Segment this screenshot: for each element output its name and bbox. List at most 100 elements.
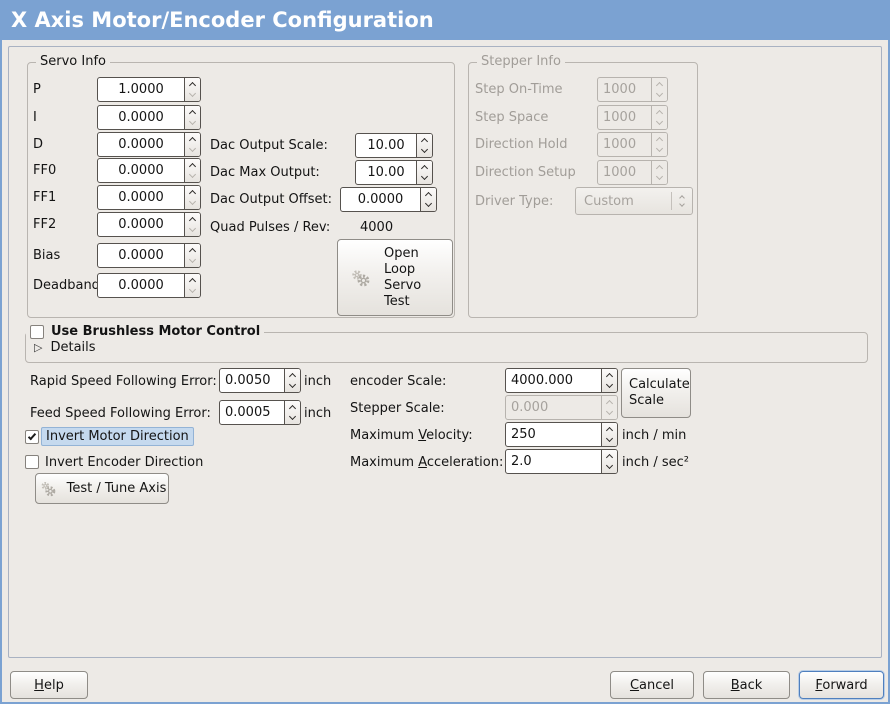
deadband-label: Deadband	[33, 278, 100, 293]
ff1-value: 0.0000	[118, 190, 164, 205]
spin-down-button[interactable]	[185, 225, 200, 237]
d-value: 0.0000	[118, 137, 164, 152]
details-expander[interactable]: ▷ Details	[34, 340, 96, 355]
help-button[interactable]: Help	[10, 671, 88, 699]
spin-down-button[interactable]	[417, 146, 432, 158]
p-value: 1.0000	[118, 82, 164, 97]
help-label: Help	[34, 677, 64, 693]
spin-down-button[interactable]	[602, 462, 617, 474]
ff1-input[interactable]: 0.0000	[97, 185, 201, 210]
rapid-following-error-label: Rapid Speed Following Error:	[30, 374, 217, 389]
stepper-scale-input: 0.000	[505, 395, 618, 420]
spin-up-button[interactable]	[285, 401, 300, 413]
spin-down-button[interactable]	[602, 435, 617, 447]
back-button[interactable]: Back	[703, 671, 790, 699]
p-input[interactable]: 1.0000	[97, 77, 201, 102]
spin-up-button[interactable]	[185, 213, 200, 225]
dac-max-output-input[interactable]: 10.00	[355, 160, 433, 185]
bias-input[interactable]: 0.0000	[97, 243, 201, 268]
spin-down-button[interactable]	[185, 118, 200, 130]
spin-up-button[interactable]	[185, 133, 200, 145]
ff0-input[interactable]: 0.0000	[97, 158, 201, 183]
deadband-input[interactable]: 0.0000	[97, 273, 201, 298]
feed-unit-label: inch	[304, 406, 332, 421]
rapid-spinner	[284, 369, 300, 392]
brushless-legend: Use Brushless Motor Control	[26, 324, 265, 339]
spin-down-button[interactable]	[185, 286, 200, 298]
dac-output-scale-input[interactable]: 10.00	[355, 133, 433, 158]
ff0-spinner	[184, 159, 200, 182]
max-acceleration-label: Maximum Acceleration:	[350, 455, 504, 470]
ff2-label: FF2	[33, 217, 57, 232]
ff2-value: 0.0000	[118, 217, 164, 232]
cancel-button[interactable]: Cancel	[610, 671, 694, 699]
step-space-spinner	[651, 106, 667, 129]
max-velocity-label: Maximum Velocity:	[350, 428, 473, 443]
max-velocity-spinner	[601, 423, 617, 446]
stepper-info-legend: Stepper Info	[477, 54, 565, 69]
deadband-spinner	[184, 274, 200, 297]
dac-output-scale-value: 10.00	[367, 138, 405, 153]
spin-up-button[interactable]	[185, 186, 200, 198]
direction-setup-input: 1000	[597, 160, 668, 185]
feed-following-error-input[interactable]: 0.0005	[219, 400, 301, 425]
encoder-scale-label: encoder Scale:	[350, 374, 447, 389]
spin-down-button[interactable]	[185, 90, 200, 102]
invert-motor-checkbox[interactable]	[25, 430, 39, 444]
d-label: D	[33, 137, 44, 152]
spin-up-button[interactable]	[185, 244, 200, 256]
use-brushless-checkbox[interactable]	[30, 324, 44, 339]
spin-down-button[interactable]	[185, 145, 200, 157]
i-input[interactable]: 0.0000	[97, 105, 201, 130]
spin-up-button[interactable]	[421, 188, 436, 200]
step-space-input: 1000	[597, 105, 668, 130]
spin-down-button[interactable]	[417, 173, 432, 185]
spin-down-button[interactable]	[185, 256, 200, 268]
spin-up-button[interactable]	[417, 161, 432, 173]
page-title: X Axis Motor/Encoder Configuration	[2, 2, 888, 40]
invert-encoder-checkbox[interactable]	[25, 455, 39, 469]
direction-setup-value: 1000	[603, 165, 637, 180]
spin-down-button[interactable]	[185, 198, 200, 210]
max-acceleration-input[interactable]: 2.0	[505, 449, 618, 474]
dac-output-offset-input[interactable]: 0.0000	[340, 187, 437, 212]
open-loop-servo-test-button[interactable]: Open Loop Servo Test	[337, 239, 453, 316]
spin-down-button[interactable]	[285, 413, 300, 425]
invert-motor-label[interactable]: Invert Motor Direction	[41, 427, 194, 446]
spin-up-button[interactable]	[602, 369, 617, 381]
dac-output-offset-label: Dac Output Offset:	[210, 192, 332, 207]
spin-down-button[interactable]	[185, 171, 200, 183]
spin-down-button[interactable]	[602, 381, 617, 393]
dac-output-offset-spinner	[420, 188, 436, 211]
spin-up-button[interactable]	[185, 78, 200, 90]
spin-up-button[interactable]	[417, 134, 432, 146]
stepper-info-frame: Stepper Info	[468, 54, 698, 318]
spin-up-button[interactable]	[285, 369, 300, 381]
calculate-scale-button[interactable]: Calculate Scale	[621, 368, 691, 418]
test-tune-axis-label: Test / Tune Axis	[66, 481, 167, 496]
dac-output-scale-label: Dac Output Scale:	[210, 138, 328, 153]
spin-up-button[interactable]	[185, 274, 200, 286]
ff2-input[interactable]: 0.0000	[97, 212, 201, 237]
invert-encoder-label[interactable]: Invert Encoder Direction	[45, 455, 204, 470]
d-input[interactable]: 0.0000	[97, 132, 201, 157]
spin-down-button[interactable]	[421, 200, 436, 212]
dac-output-scale-spinner	[416, 134, 432, 157]
p-label: P	[33, 82, 41, 97]
spin-up-button[interactable]	[185, 159, 200, 171]
encoder-scale-input[interactable]: 4000.000	[505, 368, 618, 393]
spin-up-button[interactable]	[602, 450, 617, 462]
test-tune-axis-button[interactable]: Test / Tune Axis	[35, 473, 169, 504]
bias-value: 0.0000	[118, 248, 164, 263]
combo-arrows-icon	[672, 195, 692, 207]
rapid-following-error-input[interactable]: 0.0050	[219, 368, 301, 393]
spin-up-button[interactable]	[602, 423, 617, 435]
i-value: 0.0000	[118, 110, 164, 125]
spin-up-button[interactable]	[185, 106, 200, 118]
max-velocity-input[interactable]: 250	[505, 422, 618, 447]
spin-down-button[interactable]	[285, 381, 300, 393]
direction-setup-label: Direction Setup	[475, 165, 576, 180]
forward-button[interactable]: Forward	[799, 671, 884, 699]
open-loop-servo-test-label: Open Loop Servo Test	[384, 245, 422, 309]
